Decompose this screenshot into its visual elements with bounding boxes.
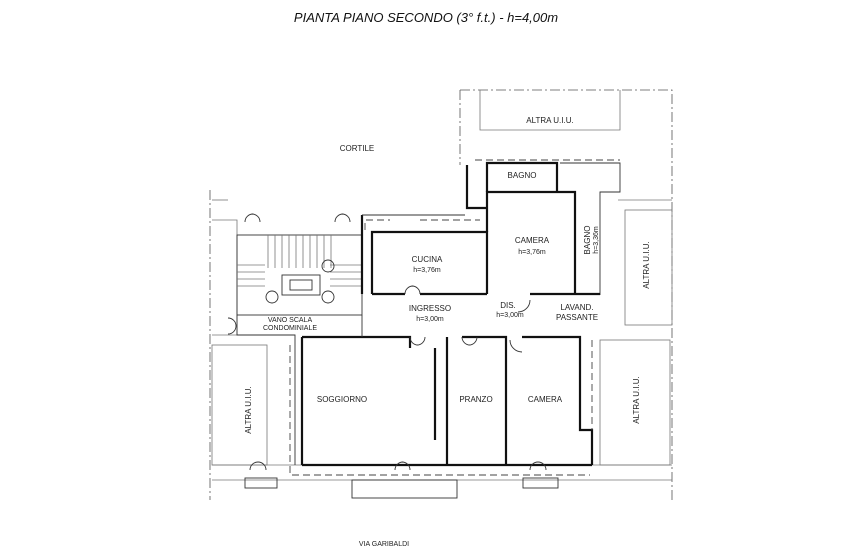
- label-camera-top: CAMERA: [515, 236, 550, 245]
- room-labels: CORTILE ALTRA U.I.U. BAGNO CAMERA h=3,76…: [244, 116, 651, 548]
- label-camera-top-height: h=3,76m: [518, 249, 546, 256]
- label-bagno-right: BAGNO: [583, 226, 592, 255]
- doors: [227, 213, 547, 471]
- label-ingresso: INGRESSO: [409, 304, 451, 313]
- label-ingresso-height: h=3,00m: [416, 316, 444, 323]
- label-vano-scala: VANO SCALA: [268, 317, 313, 324]
- label-soggiorno: SOGGIORNO: [317, 395, 367, 404]
- label-cucina: CUCINA: [412, 255, 443, 264]
- label-bagno-top: BAGNO: [508, 171, 537, 180]
- balconies: [244, 477, 559, 499]
- label-camera-bottom: CAMERA: [528, 395, 563, 404]
- label-condominiale: CONDOMINIALE: [263, 325, 317, 332]
- label-altra-top: ALTRA U.I.U.: [526, 116, 573, 125]
- label-altra-right-top: ALTRA U.I.U.: [642, 241, 651, 288]
- neighbour-walls: [211, 90, 673, 481]
- label-dis-height: h=3,00m: [496, 312, 524, 319]
- label-pranzo: PRANZO: [459, 395, 492, 404]
- dashed-outlines: [289, 159, 620, 476]
- label-street: VIA GARIBALDI: [359, 541, 409, 548]
- label-cucina-height: h=3,76m: [413, 267, 441, 274]
- label-altra-left: ALTRA U.I.U.: [244, 386, 253, 433]
- plan-title: PIANTA PIANO SECONDO (3° f.t.) - h=4,00m: [294, 10, 558, 25]
- staircase: [236, 234, 363, 316]
- label-bagno-right-height: h=3,36m: [593, 226, 600, 254]
- label-cortile: CORTILE: [340, 144, 375, 153]
- label-dis: DIS.: [500, 301, 516, 310]
- label-passante: PASSANTE: [556, 313, 598, 322]
- label-lavand: LAVAND.: [560, 303, 593, 312]
- label-altra-right-bottom: ALTRA U.I.U.: [632, 376, 641, 423]
- property-boundaries: [209, 89, 673, 500]
